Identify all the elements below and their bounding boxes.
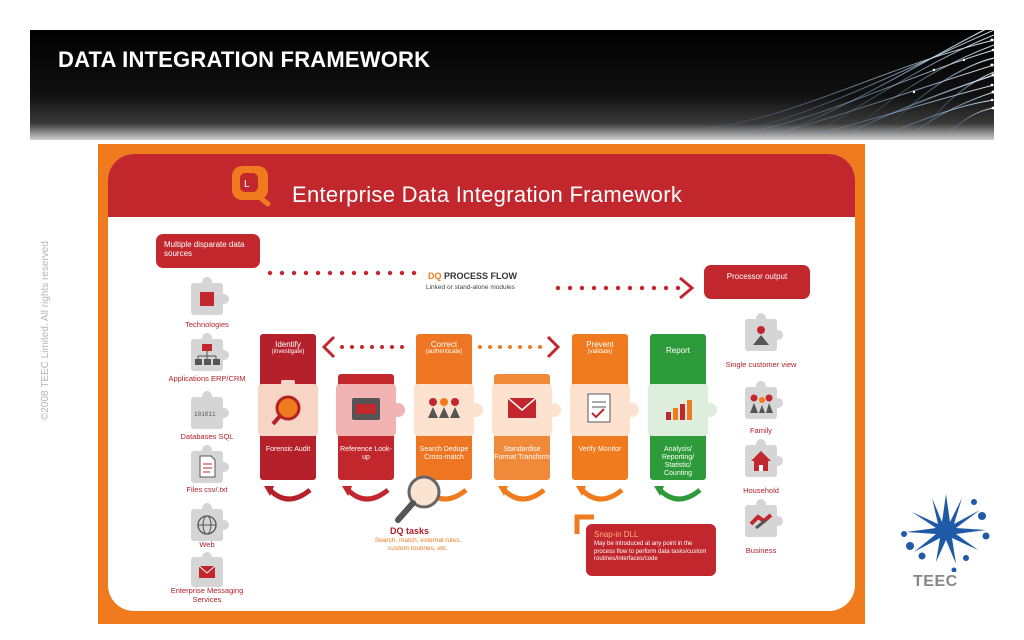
message-icon [191,552,223,587]
output-label: Business [745,546,777,555]
binary-icon: 101011 [191,391,229,429]
diagram-panel: L Enterprise Data Integration Framework … [108,154,855,611]
teec-logo-text: TEEC [913,573,958,590]
correct-prevent-dots [478,345,542,349]
module-heading: Correct [430,340,458,349]
framework-diagram: L Enterprise Data Integration Framework … [98,144,865,624]
module-heading: Report [665,346,690,355]
svg-text:L: L [244,179,250,190]
source-label: Databases SQL [180,432,234,441]
dq-tasks-magnifier-icon [395,475,441,523]
source-label: Enterprise Messaging Services [170,586,244,604]
sources-heading-label: Multiple disparate data sources [164,240,245,258]
diagram-header: L Enterprise Data Integration Framework [108,154,855,217]
flow-title-text: PROCESS FLOW [444,271,518,281]
bar-chart-icon [648,384,717,436]
family-icon [745,381,783,419]
envelope-icon [492,384,561,436]
dq-tasks-description: Search, match, external rules, custom ro… [374,537,462,552]
process-flow-title: DQ PROCESS FLOW [428,271,517,281]
prevent-arrow-right [546,335,561,359]
module-heading: Prevent [586,340,614,349]
module-subheading: (validate) [587,349,613,355]
output-heading: Processor output [704,265,810,299]
module-task: Standardise Format Transform [494,446,550,461]
module-task: Reference Look-up [340,446,392,461]
top-flow-dots [267,270,681,291]
snap-in-title: Snap-in DLL [594,530,639,539]
magnifier-icon [258,380,318,436]
module-subheading: (authenticate) [425,349,463,355]
chip-icon [191,277,229,315]
fiber-optic-graphic [693,30,994,140]
module-puzzle-strip [258,380,717,436]
dq-logo-icon: L [232,166,271,207]
module-subheading: (investigate) [271,349,305,355]
svg-text:101011: 101011 [194,411,216,418]
snap-in-corner-icon [574,514,594,534]
source-label: Files csv/.txt [186,485,228,494]
module-task: Verify Monitor [578,446,622,453]
slide-title: DATA INTEGRATION FRAMEWORK [58,47,431,72]
teec-logo-icon [901,494,990,572]
person-icon [745,313,783,351]
top-flow-arrow [679,276,695,300]
dq-tasks-title: DQ tasks [390,526,430,536]
source-label: Web [199,540,215,549]
identify-correct-dots [340,345,404,349]
people-icon [414,384,483,436]
module-task: Search Dedupe Cross-match [419,446,469,461]
globe-icon [191,503,229,541]
module-heading: Identify [275,340,301,349]
source-label: Applications ERP/CRM [168,374,246,383]
snap-in-description: May be introduced at any point in the pr… [594,541,707,562]
source-label: Technologies [185,320,229,329]
module-task: Forensic Audit [265,446,311,453]
snap-in-dll-box: Snap-in DLL May be introduced at any poi… [586,524,716,576]
sources-heading: Multiple disparate data sources [156,234,260,268]
house-icon [745,439,783,477]
process-flow-subtitle: Linked or stand-alone modules [426,284,515,291]
output-label: Single customer view [725,360,797,369]
module-task: Analysis/ Reporting/ Statistic/ Counting [661,446,695,477]
copyright-notice: ©2008 TEEC Limited. All rights reserved [40,241,51,420]
org-chart-icon [191,333,229,371]
checklist-icon [570,384,639,436]
flow-connectors [267,270,695,359]
header-banner [30,30,994,140]
output-label: Family [749,426,773,435]
flow-title-prefix: DQ [428,271,442,281]
identify-arrow-left [321,335,336,359]
output-label: Household [743,486,779,495]
handshake-icon [745,499,783,537]
output-heading-label: Processor output [726,272,788,281]
file-icon [191,445,229,483]
framework-title: Enterprise Data Integration Framework [292,182,683,207]
cycle-arrows [264,486,702,502]
folder-icon [336,384,405,436]
